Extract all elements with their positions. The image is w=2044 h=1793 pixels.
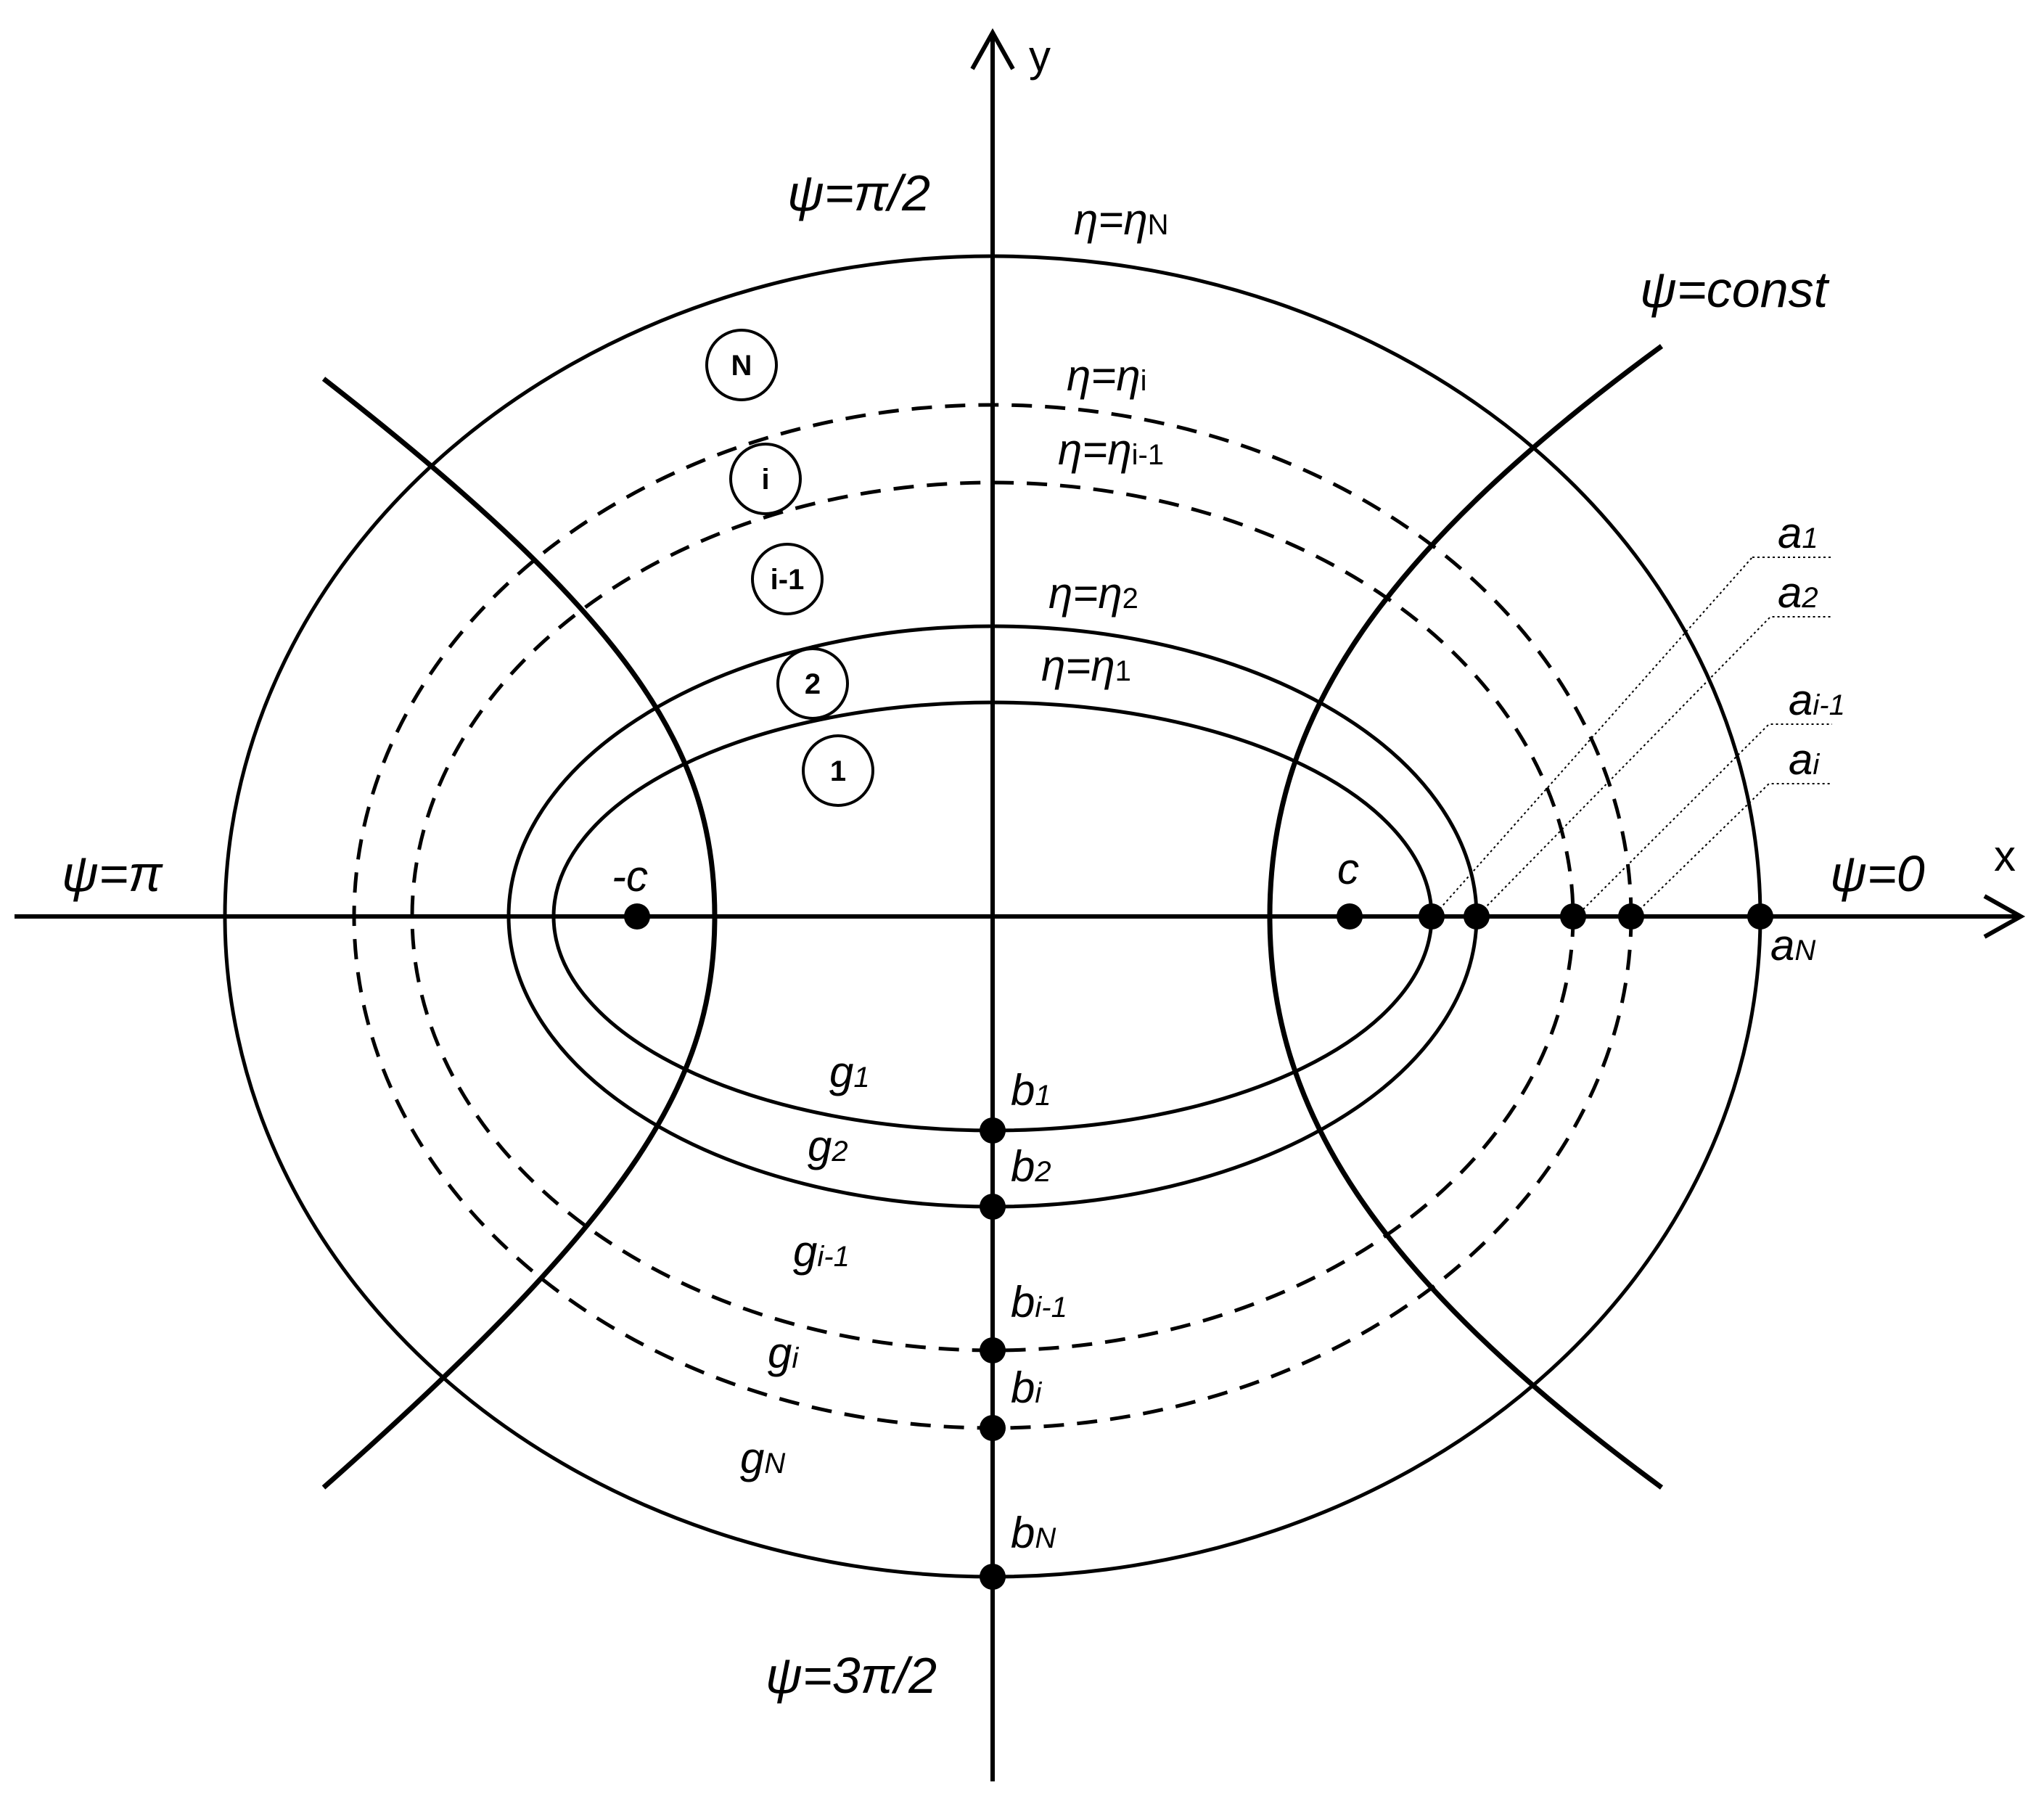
badge-N: N: [731, 350, 752, 382]
badge-i-1: i-1: [771, 564, 805, 596]
axes: [15, 28, 2026, 1781]
ai-label: ai: [1789, 735, 1820, 784]
leader-ai: [1632, 783, 1832, 917]
focus-left-label: -c: [612, 852, 648, 900]
badge-2: 2: [805, 668, 821, 700]
focus-right-point: [1337, 903, 1363, 930]
a1-label: a1: [1778, 509, 1818, 557]
psi-right-label: ψ=0: [1830, 845, 1925, 902]
point-b2: [980, 1194, 1006, 1220]
focus-left-point: [624, 903, 650, 930]
point-ai: [1618, 903, 1644, 930]
badge-circle-i-1: [751, 543, 824, 615]
bi-label: bi: [1011, 1363, 1042, 1412]
eta-i-label: η=ηi: [1067, 351, 1147, 400]
hyperbola-psi-const: [321, 344, 1664, 1490]
badge-circle-i: [729, 443, 802, 515]
leader-a2: [1476, 616, 1832, 917]
g1-label: g1: [829, 1048, 870, 1096]
point-bN: [980, 1564, 1006, 1590]
eta-2-label: η=η2: [1048, 569, 1138, 618]
point-a2: [1464, 903, 1490, 930]
badge-i: i: [761, 464, 769, 496]
point-bi-1: [980, 1337, 1006, 1363]
y-axis-label: y: [1029, 32, 1051, 81]
eta-i-1-label: η=ηi-1: [1058, 425, 1164, 474]
bi-1-label: bi-1: [1011, 1278, 1067, 1326]
eta-1-label: η=η1: [1041, 641, 1131, 690]
a2-label: a2: [1778, 568, 1818, 617]
gi-label: gi: [768, 1329, 799, 1377]
psi-left-label: ψ=π: [62, 845, 163, 902]
badge-circle-1: [802, 734, 874, 807]
badge-circle-2: [776, 647, 849, 720]
gi-1-label: gi-1: [793, 1227, 850, 1276]
hyperbola-right-branch: [1267, 344, 1664, 1490]
point-b1: [980, 1117, 1006, 1144]
psi-const-label: ψ=const: [1640, 261, 1830, 318]
y-axis-arrowhead: [970, 28, 1015, 70]
region-badges: [705, 329, 874, 807]
g2-label: g2: [808, 1122, 848, 1170]
psi-bottom-label: ψ=3π/2: [766, 1647, 937, 1704]
focus-right-label: c: [1337, 845, 1359, 893]
points: [624, 903, 1773, 1590]
x-axis-arrowhead: [1983, 894, 2026, 939]
point-a1: [1419, 903, 1445, 930]
point-aN: [1747, 903, 1773, 930]
psi-top-label: ψ=π/2: [787, 165, 930, 221]
point-bi: [980, 1415, 1006, 1441]
ai-1-label: ai-1: [1789, 676, 1845, 724]
x-axis-label: x: [1994, 832, 2016, 880]
hyperbola-left-branch: [321, 377, 718, 1490]
leader-a1: [1432, 557, 1753, 917]
b1-label: b1: [1011, 1066, 1051, 1115]
leader-lines: [1432, 557, 1832, 917]
point-ai-1: [1560, 903, 1586, 930]
badge-circle-N: [705, 329, 778, 401]
bN-label: bN: [1011, 1509, 1056, 1557]
b2-label: b2: [1011, 1142, 1051, 1191]
badge-1: 1: [830, 755, 846, 787]
aN-label: aN: [1770, 921, 1815, 969]
eta-N-label: η=ηN: [1074, 195, 1169, 244]
gN-label: gN: [740, 1434, 785, 1482]
